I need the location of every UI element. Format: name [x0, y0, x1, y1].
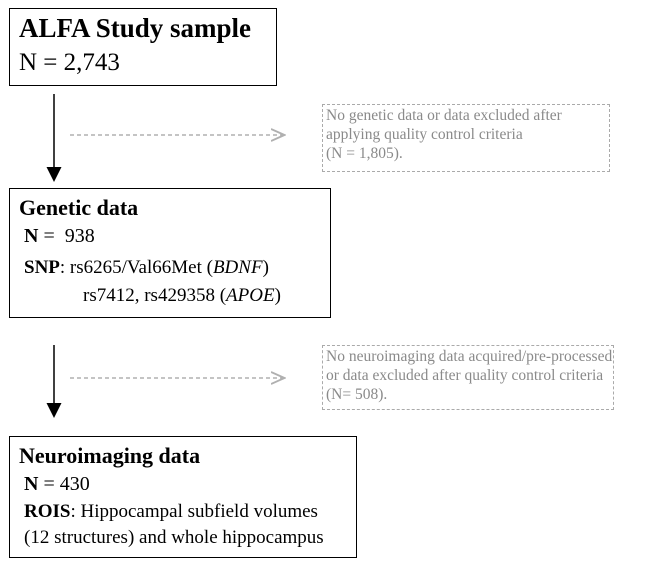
study-sample-box: ALFA Study sample N = 2,743: [9, 8, 277, 86]
rois-label: ROIS: [24, 501, 71, 522]
neuro-title: Neuroimaging data: [19, 443, 201, 468]
snp-gene-apoe: APOE: [226, 285, 275, 306]
genetic-n-value: = 938: [38, 225, 95, 247]
exclusion-imaging-line3: (N= 508).: [326, 386, 388, 403]
exclusion-genetic-box: No genetic data or data excluded after a…: [322, 104, 610, 172]
genetic-n-label: N: [24, 225, 39, 247]
neuroimaging-data-box: Neuroimaging data N = 430 ROIS: Hippocam…: [9, 436, 357, 558]
exclusion-genetic-line2: applying quality control criteria: [326, 126, 523, 143]
snp-line2-prefix: rs7412, rs429358 (: [83, 285, 227, 306]
rois-text: : Hippocampal subfield volumes: [70, 501, 318, 522]
genetic-snp-line1: SNP: rs6265/Val66Met (BDNF): [24, 257, 269, 279]
exclusion-imaging-box: No neuroimaging data acquired/pre-proces…: [322, 345, 614, 410]
exclusion-genetic-line3: (N = 1,805).: [326, 145, 403, 162]
snp-label: SNP: [24, 257, 60, 278]
neuro-rois-line1: ROIS: Hippocampal subfield volumes: [24, 501, 318, 523]
snp-line1-prefix: : rs6265/Val66Met (: [59, 257, 213, 278]
genetic-title: Genetic data: [19, 195, 139, 220]
neuro-n-label: N: [24, 473, 39, 495]
snp-line1-suffix: ): [262, 257, 269, 278]
exclusion-imaging-line2: or data excluded after quality control c…: [326, 367, 604, 384]
genetic-data-box: Genetic data N = 938 SNP: rs6265/Val66Me…: [9, 188, 331, 318]
snp-gene-bdnf: BDNF: [212, 257, 263, 278]
exclusion-imaging-line1: No neuroimaging data acquired/pre-proces…: [326, 348, 613, 365]
study-n: N = 2,743: [19, 49, 120, 77]
study-n-label: N =: [19, 49, 64, 76]
snp-line2-suffix: ): [274, 285, 281, 306]
neuro-n-value: = 430: [38, 473, 90, 495]
study-n-value: 2,743: [63, 49, 120, 76]
neuro-rois-line2: (12 structures) and whole hippocampus: [24, 527, 324, 548]
genetic-snp-line2: rs7412, rs429358 (APOE): [83, 285, 281, 307]
neuro-n: N = 430: [24, 473, 90, 496]
genetic-n: N = 938: [24, 225, 95, 248]
study-title: ALFA Study sample: [19, 13, 252, 43]
exclusion-genetic-line1: No genetic data or data excluded after: [326, 107, 562, 124]
